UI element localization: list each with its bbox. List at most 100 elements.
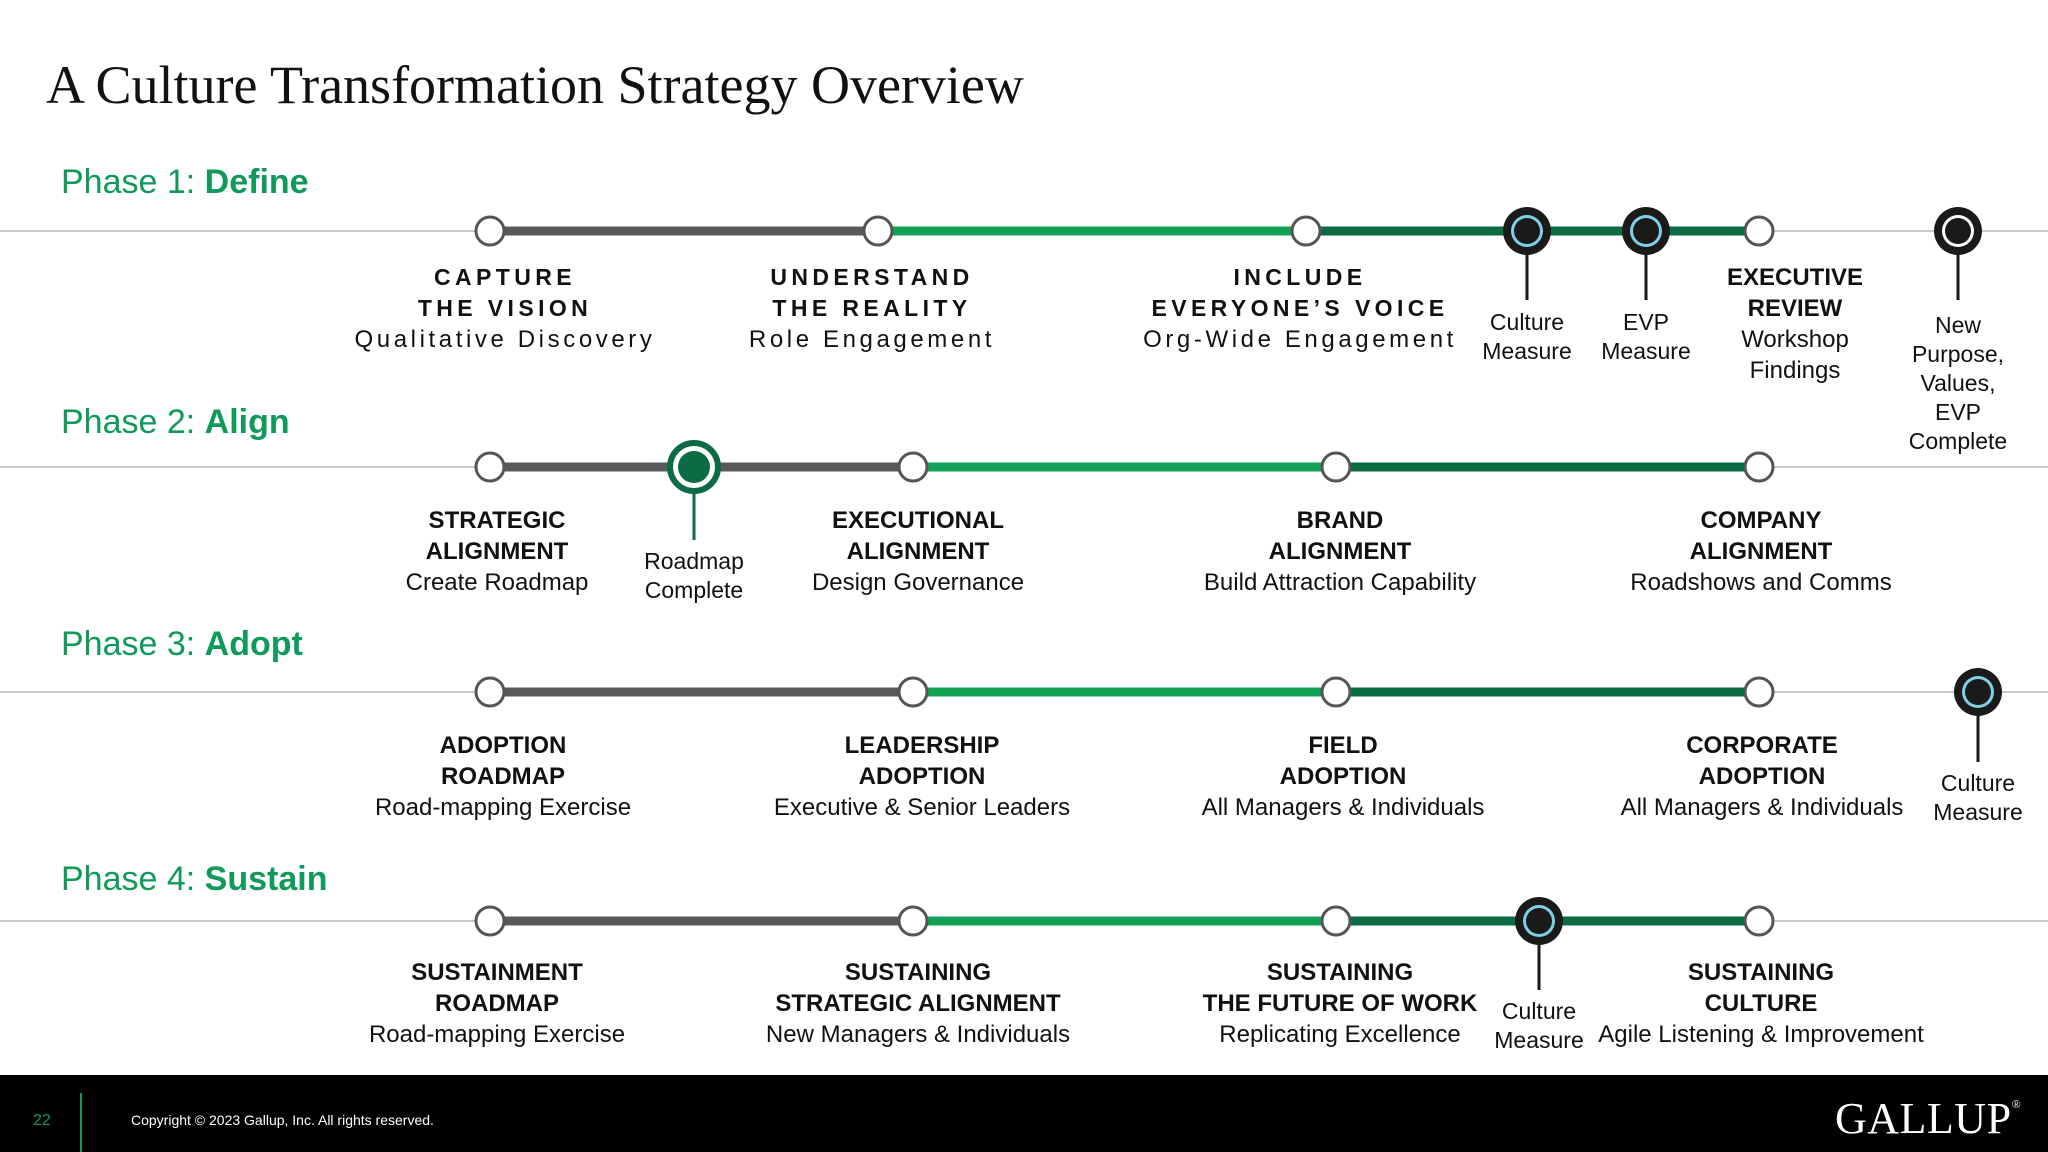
phase-2-stage-1-subtitle: Create Roadmap (405, 569, 589, 596)
phase-4-stage-4-title-line-2: CULTURE (1704, 990, 1818, 1017)
phase-4-milestone-1-label-line-2: Measure (1494, 1027, 1584, 1053)
phase-2-stage-4-label: COMPANY ALIGNMENT Roadshows and Comms (1630, 505, 1891, 598)
phase-3-stage-2-node (897, 676, 929, 708)
phase-1-stage-1-title-line-2: THE VISION (417, 295, 593, 321)
phase-1-stage-3-label: INCLUDE EVERYONE’S VOICE Org-Wide Engageme… (1143, 262, 1457, 355)
phase-4-milestone-1-label-line-1: Culture (1501, 998, 1577, 1024)
phase-4-milestone-1-marker-center (1526, 908, 1552, 934)
phase-2-label: Phase 2: Align (61, 403, 290, 441)
phase-2-stage-2-label: EXECUTIONAL ALIGNMENT Design Governance (812, 505, 1024, 598)
phase-1-milestone-3-label: New Purpose,Values, EVP Complete (1909, 311, 2007, 456)
phase-3-stage-2-subtitle: Executive & Senior Leaders (773, 794, 1071, 821)
phase-1-stage-2-title-line-2: THE REALITY (772, 295, 972, 321)
phase-1-milestone-3-label-line-1: New Purpose, (1911, 312, 2005, 367)
phase-1-milestone-3-label-line-2: Values, EVP (1920, 370, 1996, 425)
phase-1-stage-3-title-line-1: INCLUDE (1233, 264, 1367, 290)
phase-4-stage-3-subtitle: Replicating Excellence (1219, 1021, 1461, 1048)
phase-4-stage-2-subtitle: New Managers & Individuals (765, 1021, 1071, 1048)
phase-3-stage-3-node (1320, 676, 1352, 708)
phase-2-stage-1-node (474, 451, 506, 483)
phase-1-milestone-3-label-line-3: Complete (1908, 428, 2008, 454)
phase-2-stage-4-node (1743, 451, 1775, 483)
phase-1-stage-1-subtitle: Qualitative Discovery (354, 326, 656, 353)
phase-2-milestone-1-marker-core (678, 451, 710, 483)
phase-2-stage-2-title-line-2: ALIGNMENT (846, 538, 990, 565)
phase-3-milestone-1-marker-center (1965, 679, 1991, 705)
phase-2-stage-4-title-line-2: ALIGNMENT (1689, 538, 1833, 565)
phase-2-stage-1-title-line-2: ALIGNMENT (425, 538, 569, 565)
phase-4-stage-3-title-line-1: SUSTAINING (1266, 959, 1414, 986)
phase-2-stage-3-title-line-2: ALIGNMENT (1268, 538, 1412, 565)
phase-1-stage-3-subtitle: Org-Wide Engagement (1143, 326, 1457, 353)
phase-3-stage-4-title-line-2: ADOPTION (1698, 763, 1826, 790)
phase-2-stage-2-subtitle: Design Governance (811, 569, 1025, 596)
phase-4-stage-2-node (897, 905, 929, 937)
phase-1-label: Phase 1: Define (61, 163, 309, 201)
phase-3-stage-2-label: LEADERSHIP ADOPTION Executive & Senior Lea… (774, 730, 1070, 823)
phase-3-stage-3-title-line-2: ADOPTION (1279, 763, 1407, 790)
phase-2-stage-4-title-line-1: COMPANY (1700, 507, 1822, 534)
phase-4-stage-4-label: SUSTAINING CULTURE Agile Listening & Impro… (1598, 957, 1924, 1050)
phase-2-stage-3-subtitle: Build Attraction Capability (1203, 569, 1477, 596)
copyright-text: Copyright © 2023 Gallup, Inc. All rights… (131, 1112, 434, 1128)
phase-3-label: Phase 3: Adopt (61, 625, 303, 663)
phase-3-stage-2-title-line-1: LEADERSHIP (844, 732, 1000, 759)
page-title: A Culture Transformation Strategy Overvi… (46, 55, 1024, 115)
page-number: 22 (33, 1112, 51, 1129)
phase-2-stage-3-node (1320, 451, 1352, 483)
phase-3-stage-4-title-line-1: CORPORATE (1686, 732, 1838, 759)
phase-4-label: Phase 4: Sustain (61, 860, 328, 898)
phase-4-stage-1-node (474, 905, 506, 937)
phase-1-stage-4-subtitle-line-2: Findings (1749, 357, 1841, 384)
phase-4-stage-4-title-line-1: SUSTAINING (1687, 959, 1835, 986)
phase-4-stage-1-title-line-1: SUSTAINMENT (411, 959, 583, 986)
phase-1-stage-2-subtitle: Role Engagement (748, 326, 996, 353)
phase-4-stage-1-title-line-2: ROADMAP (435, 990, 559, 1017)
footer-divider (80, 1093, 82, 1152)
phase-3-stage-4-node (1743, 676, 1775, 708)
phase-3-stage-2-title-line-2: ADOPTION (858, 763, 986, 790)
phase-3-stage-1-title-line-1: ADOPTION (439, 732, 567, 759)
phase-3-stage-4-subtitle: All Managers & Individuals (1620, 794, 1904, 821)
phase-1-stage-4-subtitle-line-1: Workshop (1741, 326, 1849, 353)
phase-3-stage-1-node (474, 676, 506, 708)
phase-3-milestone-1-label-line-1: Culture (1940, 770, 2016, 796)
phase-3-stage-3-label: FIELD ADOPTION All Managers & Individuals (1202, 730, 1485, 823)
footer-bar (0, 1075, 2048, 1152)
phase-3-milestone-1-label-line-2: Measure (1933, 799, 2023, 825)
phase-4-stage-3-node (1320, 905, 1352, 937)
phase-3-stage-3-subtitle: All Managers & Individuals (1201, 794, 1485, 821)
phase-1-stage-4-node (1743, 215, 1775, 247)
phase-1-milestone-2-marker-center (1633, 218, 1659, 244)
phase-2-stage-4-subtitle: Roadshows and Comms (1630, 569, 1892, 596)
timeline-graphic (0, 207, 2048, 990)
phase-3-stage-3-title-line-1: FIELD (1308, 732, 1378, 759)
gallup-logo: GALLUP® (1835, 1094, 2022, 1143)
phase-1-milestone-1-label-line-1: Culture (1489, 309, 1565, 335)
phase-1-milestone-1-label-line-2: Measure (1482, 338, 1572, 364)
phase-1-stage-4-title-line-1: EXECUTIVE (1726, 264, 1864, 291)
phase-4-stage-4-subtitle: Agile Listening & Improvement (1598, 1021, 1924, 1048)
phase-1-stage-4-title-line-2: REVIEW (1747, 295, 1843, 322)
phase-1-stage-3-node (1290, 215, 1322, 247)
phase-3-stage-1-title-line-2: ROADMAP (441, 763, 565, 790)
phase-3-stage-1-subtitle: Road-mapping Exercise (374, 794, 632, 821)
phase-1-milestone-1-marker-center (1514, 218, 1540, 244)
phase-1-stage-2-label: UNDERSTAND THE REALITY Role Engagement (749, 262, 995, 355)
phase-1-stage-3-title-line-2: EVERYONE’S VOICE (1151, 295, 1449, 321)
phase-2-stage-2-title-line-1: EXECUTIONAL (831, 507, 1004, 534)
phase-1-stage-2-title-line-1: UNDERSTAND (770, 264, 974, 290)
phase-1-milestone-3-marker-center (1945, 218, 1971, 244)
